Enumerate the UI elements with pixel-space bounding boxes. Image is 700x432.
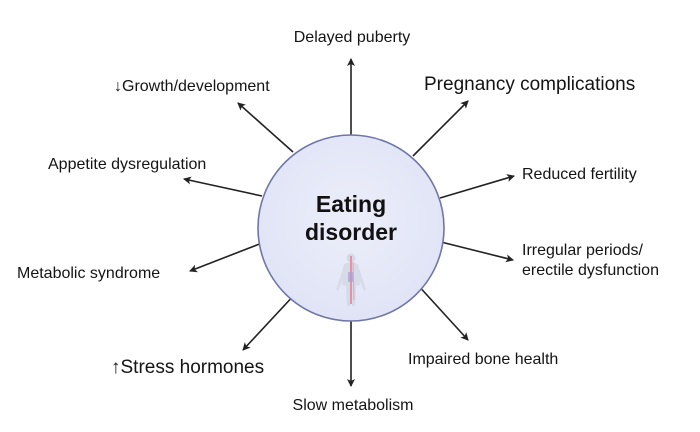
label-delayed-puberty: Delayed puberty (294, 28, 411, 47)
hub-title-line1: Eating (315, 191, 387, 217)
label-reduced-fertility: Reduced fertility (522, 165, 637, 184)
arrow-impaired-bone-health (415, 282, 469, 341)
label-text: Delayed puberty (293, 29, 411, 46)
arrow-pregnancy-complications (412, 100, 469, 157)
arrow-growth-development (237, 102, 294, 153)
label-text: Reduced fertility (522, 166, 637, 183)
hub-title: Eating disorder (305, 190, 397, 246)
arrow-reduced-fertility (439, 174, 515, 199)
label-impaired-bone-health: Impaired bone health (408, 350, 558, 369)
hub-title-line2: disorder (304, 219, 398, 245)
label-text: Stress hormones (120, 357, 265, 378)
label-metabolic-syndrome: Metabolic syndrome (17, 264, 160, 283)
hub-circle (257, 134, 445, 322)
label-text: Impaired bone health (408, 351, 559, 368)
label-growth-development: ↓Growth/development (114, 77, 270, 96)
arrow-appetite-dysregulation (183, 176, 263, 197)
arrow-metabolic-syndrome (189, 242, 263, 273)
label-slow-metabolism: Slow metabolism (293, 396, 414, 415)
label-appetite-dysregulation: Appetite dysregulation (48, 155, 206, 174)
label-text: Appetite dysregulation (48, 156, 207, 173)
label-irregular-periods: Irregular periods/ erectile dysfunction (522, 241, 659, 281)
arrow-stress-hormones (242, 292, 297, 351)
label-pregnancy-complications: Pregnancy complications (424, 75, 635, 94)
label-text: Growth/development (122, 78, 270, 95)
label-text: Metabolic syndrome (17, 265, 161, 282)
human-body-icon (336, 253, 366, 306)
arrow-irregular-periods (440, 241, 514, 263)
label-text: Slow metabolism (292, 397, 414, 414)
up-arrow-icon: ↑ (111, 357, 121, 378)
label-text-line2: erectile dysfunction (522, 262, 659, 279)
label-text: Pregnancy complications (424, 74, 636, 95)
label-text-line1: Irregular periods/ (522, 242, 643, 259)
down-arrow-icon: ↓ (114, 78, 122, 95)
label-stress-hormones: ↑Stress hormones (111, 358, 264, 377)
